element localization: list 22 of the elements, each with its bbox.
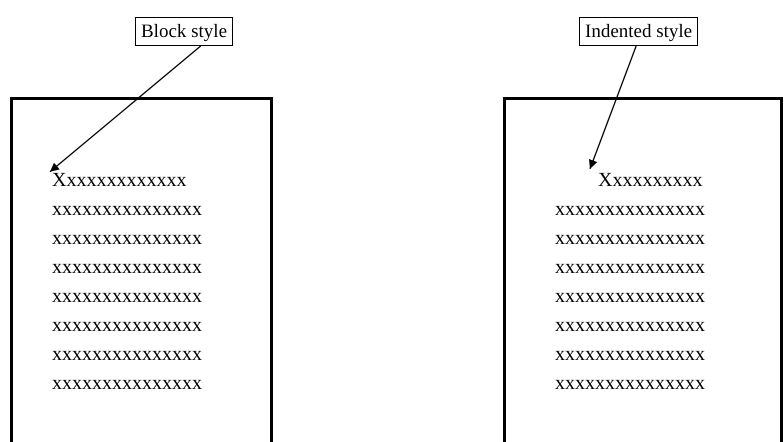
text-line: Xxxxxxxxxxxxx [52, 169, 186, 191]
page-outline [10, 97, 273, 442]
text-line: xxxxxxxxxxxxxxx [555, 314, 705, 336]
text-line: xxxxxxxxxxxxxxx [52, 285, 202, 307]
text-line: xxxxxxxxxxxxxxx [52, 372, 202, 394]
text-line: xxxxxxxxxxxxxxx [52, 314, 202, 336]
text-line: xxxxxxxxxxxxxxx [52, 227, 202, 249]
text-line: xxxxxxxxxxxxxxx [555, 285, 705, 307]
text-line: xxxxxxxxxxxxxxx [52, 256, 202, 278]
label-box: Indented style [579, 17, 698, 46]
arrow [588, 46, 637, 170]
label-box: Block style [135, 17, 234, 46]
text-line: xxxxxxxxxxxxxxx [555, 372, 705, 394]
text-line: xxxxxxxxxxxxxxx [52, 343, 202, 365]
text-line: xxxxxxxxxxxxxxx [555, 343, 705, 365]
text-line: xxxxxxxxxxxxxxx [555, 227, 705, 249]
text-line: xxxxxxxxxxxxxxx [555, 256, 705, 278]
text-line: xxxxxxxxxxxxxxx [52, 198, 202, 220]
text-line: Xxxxxxxxxx [598, 169, 702, 191]
page-outline [503, 97, 783, 442]
arrow [50, 46, 202, 172]
text-line: xxxxxxxxxxxxxxx [555, 198, 705, 220]
